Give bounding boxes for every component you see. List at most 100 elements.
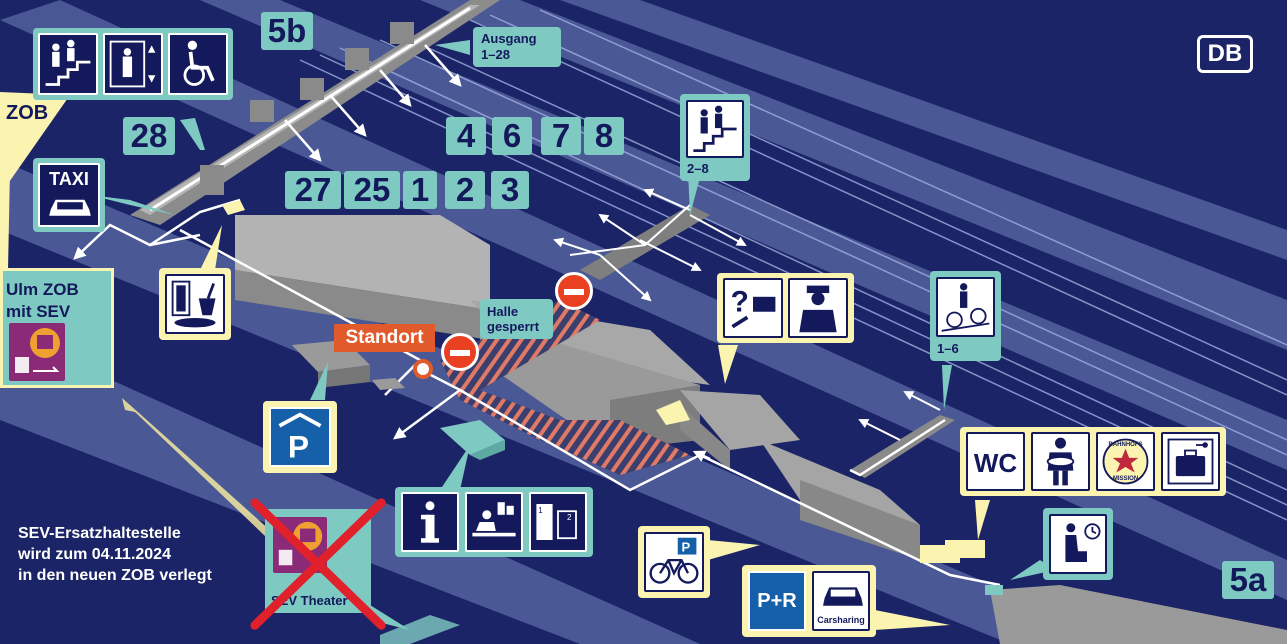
wc-tile: WC bbox=[966, 432, 1025, 491]
food-icon bbox=[171, 280, 216, 328]
footbridge-left bbox=[130, 0, 500, 225]
svg-text:2: 2 bbox=[567, 513, 572, 522]
zob-banner-tail bbox=[0, 150, 10, 270]
carsharing-text: Carsharing bbox=[817, 615, 865, 625]
stairs-icon bbox=[45, 39, 91, 86]
parking-garage-sign: P bbox=[263, 401, 337, 473]
staff-tile bbox=[788, 278, 848, 338]
bike-parking-icon: P bbox=[649, 537, 699, 584]
waiting-room-icon bbox=[1065, 523, 1101, 562]
taxi-tile: TAXI bbox=[38, 163, 100, 227]
svg-text:?: ? bbox=[731, 286, 749, 319]
sev-bus-tile bbox=[9, 323, 65, 381]
sign-pointers bbox=[90, 40, 1055, 630]
wheelchair-tile bbox=[168, 33, 228, 95]
bahnhofsmission-icon bbox=[1102, 438, 1149, 485]
waiting-tile bbox=[1049, 514, 1107, 574]
crossed-out-icon bbox=[250, 498, 386, 630]
platform-6: 6 bbox=[492, 117, 532, 155]
platform-8: 8 bbox=[584, 117, 624, 155]
stairs-2-8-icon bbox=[693, 105, 737, 152]
entrance-5a: 5a bbox=[1222, 561, 1274, 599]
locker-tile bbox=[1161, 432, 1220, 491]
bahnhofsmission-top: BAHNHOFS bbox=[1108, 442, 1143, 448]
footbridge-right bbox=[553, 188, 747, 302]
ticket-machine-tile: 1 2 bbox=[529, 492, 587, 552]
zob-guide-arrow bbox=[122, 398, 290, 555]
bahnhofsmission-tile: BAHNHOFS MISSION bbox=[1096, 432, 1155, 491]
platform-1: 1 bbox=[403, 171, 437, 209]
stairs-2-8-tile bbox=[686, 100, 744, 158]
svg-text:1: 1 bbox=[538, 506, 543, 515]
locker-icon bbox=[1167, 438, 1214, 485]
taxi-sign: TAXI bbox=[33, 158, 105, 232]
ulm-zob-line1: Ulm ZOB bbox=[6, 280, 79, 299]
ticket-machine-icon: 1 2 bbox=[536, 504, 577, 540]
no-entry-icon bbox=[441, 333, 479, 371]
information-icon bbox=[421, 501, 439, 543]
exit-sign-line1: Ausgang bbox=[481, 31, 537, 46]
notice-line2: wird zum 04.11.2024 bbox=[18, 546, 171, 563]
bike-parking-sign: P bbox=[638, 526, 710, 598]
zob-banner bbox=[0, 92, 70, 195]
carsharing-tile: Carsharing bbox=[812, 571, 870, 631]
closed-hall-hatch bbox=[440, 300, 690, 475]
service-staff-sign: ? bbox=[717, 273, 854, 343]
exit-sign-line2: 1–28 bbox=[481, 47, 510, 62]
food-tile bbox=[165, 274, 225, 334]
carsharing-icon bbox=[823, 587, 863, 606]
info-tile bbox=[401, 492, 459, 552]
ulm-zob-line2: mit SEV bbox=[6, 302, 71, 321]
baby-change-icon bbox=[1046, 437, 1075, 486]
taxi-text: TAXI bbox=[49, 169, 89, 189]
parking-garage-tile: P bbox=[269, 407, 331, 467]
hall-closed-sign: Halle gesperrt bbox=[480, 299, 553, 339]
svg-text:P: P bbox=[681, 540, 690, 555]
bike-ramp-tile bbox=[936, 277, 995, 337]
entrance-5b: 5b bbox=[261, 12, 313, 50]
food-sign bbox=[159, 268, 231, 340]
stairs-2-8-sign: 2–8 bbox=[680, 94, 750, 181]
services-sign: WC BAHNHOFS MISSION bbox=[960, 427, 1226, 496]
staff-icon bbox=[799, 285, 837, 333]
bike-parking-tile: P bbox=[644, 532, 704, 592]
db-logo: DB bbox=[1197, 35, 1253, 73]
notice-line3: in den neuen ZOB verlegt bbox=[18, 567, 212, 584]
bike-push-icon bbox=[941, 283, 990, 332]
bahnhofsmission-bottom: MISSION bbox=[1112, 476, 1139, 482]
platform-25: 25 bbox=[344, 171, 400, 209]
exit-sign: Ausgang 1–28 bbox=[473, 27, 561, 67]
sev-bus-icon bbox=[15, 328, 60, 373]
lost-found-icon: ? bbox=[731, 286, 776, 329]
travel-center-icon bbox=[472, 502, 516, 537]
lift-icon bbox=[109, 40, 156, 88]
parking-garage-icon: P bbox=[278, 412, 322, 465]
hall-closed-line2: gesperrt bbox=[487, 319, 540, 334]
bike-ramp-sign: 1–6 bbox=[930, 271, 1001, 361]
waiting-area-sign bbox=[1043, 508, 1113, 580]
access-sign bbox=[33, 28, 233, 100]
baby-change-tile bbox=[1031, 432, 1090, 491]
platform-4: 4 bbox=[446, 117, 486, 155]
standort-label: Standort bbox=[334, 324, 435, 352]
info-center-sign: 1 2 bbox=[395, 487, 593, 557]
platform-2: 2 bbox=[445, 171, 485, 209]
travel-center-tile bbox=[465, 492, 523, 552]
stairs-2-8-label: 2–8 bbox=[687, 161, 709, 176]
relocation-notice: SEV-Ersatzhaltestelle wird zum 04.11.202… bbox=[18, 523, 212, 586]
park-ride-tile: P+R bbox=[748, 571, 806, 631]
ulm-zob-sign: Ulm ZOB mit SEV bbox=[0, 268, 114, 388]
hall-closed-line1: Halle bbox=[487, 304, 519, 319]
db-logo-text: DB bbox=[1207, 40, 1243, 67]
bike-ramp-label: 1–6 bbox=[937, 341, 959, 356]
entrance-5a-text: 5a bbox=[1229, 561, 1267, 598]
park-ride-text: P+R bbox=[757, 590, 797, 612]
entrance-5b-text: 5b bbox=[267, 12, 307, 49]
platform-27: 27 bbox=[285, 171, 341, 209]
lift-tile bbox=[103, 33, 163, 95]
footbridge-exit-arrows bbox=[284, 44, 462, 162]
lost-found-tile: ? bbox=[723, 278, 783, 338]
platform-7: 7 bbox=[541, 117, 581, 155]
no-entry-icon-2 bbox=[555, 272, 593, 310]
